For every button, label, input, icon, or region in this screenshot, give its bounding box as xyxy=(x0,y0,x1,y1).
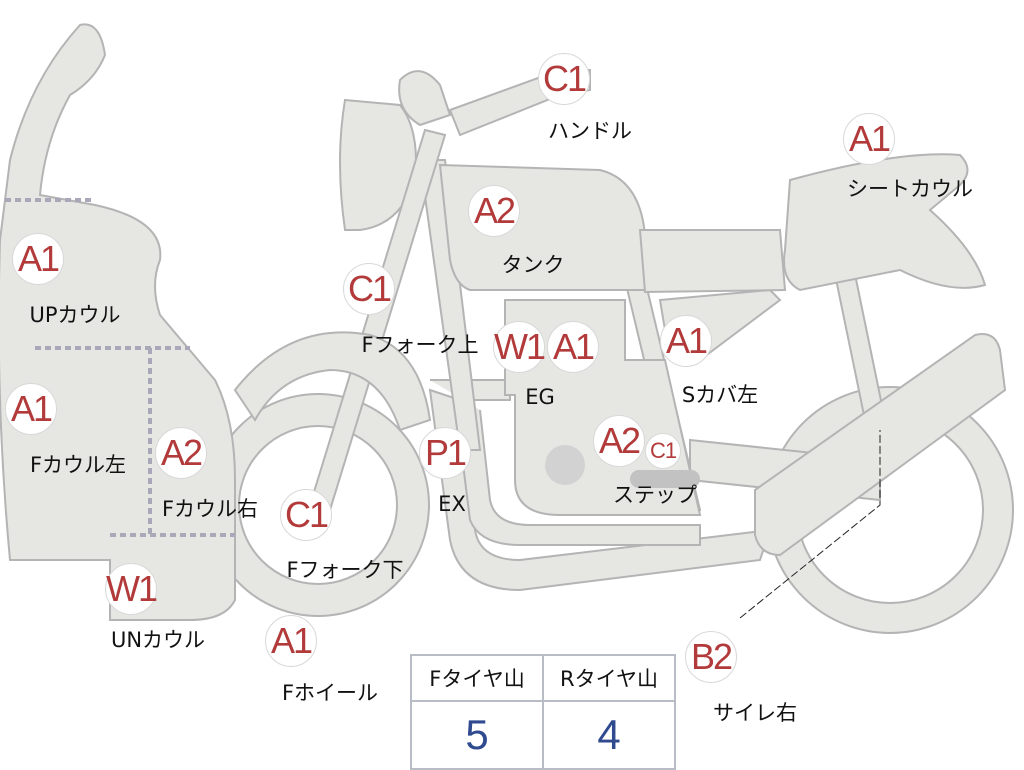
grade-badge-front-wheel: A1 xyxy=(265,615,317,667)
grade-badge-engine-2: A1 xyxy=(547,321,599,373)
grade-badge-side-cover-left: A1 xyxy=(660,315,712,367)
label-up-cowl: UPカウル xyxy=(29,303,121,327)
grade-badge-step-2: C1 xyxy=(645,433,681,469)
label-under-cowl: UNカウル xyxy=(110,628,206,652)
front-tire-header: Fタイヤ山 xyxy=(410,654,544,702)
label-engine: EG xyxy=(525,385,555,409)
muffler xyxy=(754,333,1007,557)
label-exhaust: EX xyxy=(438,492,466,516)
grade-badge-fork-upper: C1 xyxy=(343,263,395,315)
headlight xyxy=(339,98,417,231)
exhaust-pipe xyxy=(428,388,772,592)
label-seat-cowl: シートカウル xyxy=(847,177,973,201)
grade-badge-f-cowl-right: A2 xyxy=(155,427,207,479)
grade-badge-fork-lower: C1 xyxy=(280,489,332,541)
label-silencer-right: サイレ右 xyxy=(713,701,797,725)
label-f-cowl-right: Fカウル右 xyxy=(161,497,259,521)
label-step: ステップ xyxy=(613,483,697,507)
label-tank: タンク xyxy=(501,253,565,277)
grade-badge-handlebar: C1 xyxy=(538,53,590,105)
label-side-cover-left: Sカバ左 xyxy=(681,383,759,407)
tire-tread-table: Fタイヤ山 Rタイヤ山 5 4 xyxy=(410,654,676,770)
grade-badge-exhaust: P1 xyxy=(419,427,471,479)
front-fender xyxy=(233,331,432,432)
grade-badge-f-cowl-left: A1 xyxy=(5,383,57,435)
grade-badge-up-cowl: A1 xyxy=(12,233,64,285)
grade-badge-seat-cowl: A1 xyxy=(843,113,895,165)
grade-badge-tank: A2 xyxy=(468,185,520,237)
grade-badge-silencer-right: B2 xyxy=(685,631,737,683)
label-f-cowl-left: Fカウル左 xyxy=(29,453,127,477)
label-fork-upper: Fフォーク上 xyxy=(361,333,479,357)
grade-badge-step-1: A2 xyxy=(593,415,645,467)
grade-badge-engine-1: W1 xyxy=(493,321,546,373)
label-handlebar: ハンドル xyxy=(548,119,632,143)
label-front-wheel: Fホイール xyxy=(281,681,379,705)
rear-tire-value: 4 xyxy=(542,700,676,770)
label-fork-lower: Fフォーク下 xyxy=(286,558,404,582)
rear-tire-header: Rタイヤ山 xyxy=(542,654,676,702)
seat-cowl xyxy=(783,153,987,292)
front-tire-value: 5 xyxy=(410,700,544,770)
grade-badge-under-cowl: W1 xyxy=(105,563,158,615)
